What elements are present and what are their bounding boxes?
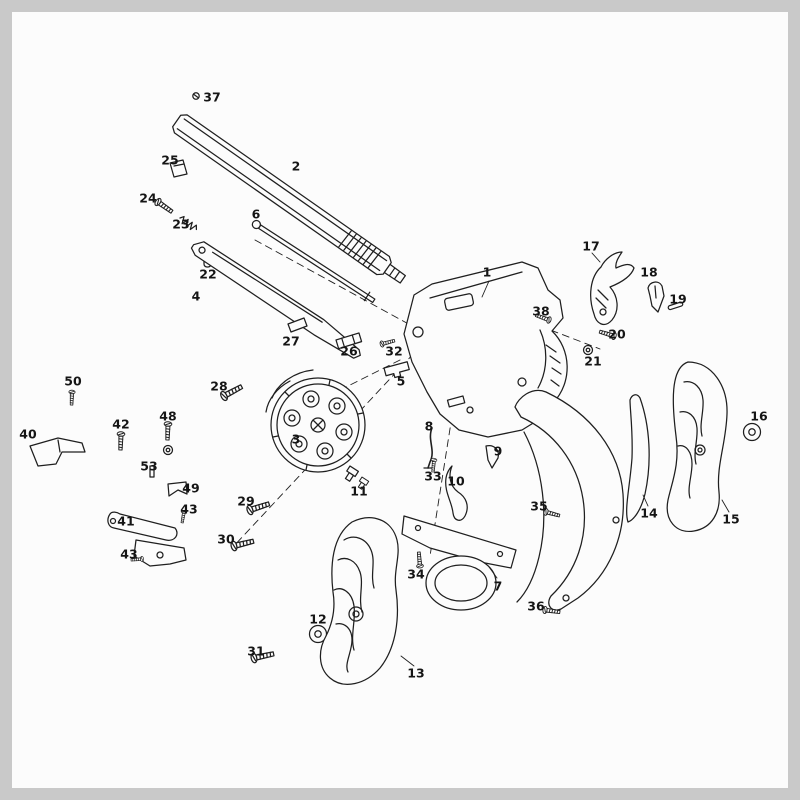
hammer-screw xyxy=(598,327,618,341)
frame-screw-upper xyxy=(245,498,272,517)
cylinder-part xyxy=(265,369,366,473)
latch-screw xyxy=(153,196,175,216)
hammer-nut xyxy=(582,344,594,356)
latch-clip-part xyxy=(167,481,188,497)
grip-washer-right xyxy=(742,422,762,442)
grip-screw xyxy=(249,648,276,664)
nipple-parts xyxy=(344,465,370,490)
cylinder-stop-part xyxy=(383,361,410,379)
leader-lines xyxy=(400,252,730,667)
bolt-spring-part xyxy=(287,317,308,333)
grip-insert-part xyxy=(626,394,650,523)
trigger-guard-part xyxy=(401,515,517,611)
guard-screw-rear xyxy=(542,507,561,520)
diagram-canvas xyxy=(12,12,788,788)
hand-part xyxy=(647,281,665,313)
front-sight-part xyxy=(169,159,188,178)
latch-washer xyxy=(162,444,174,456)
frame-screw-lower xyxy=(229,535,256,552)
bolt-screw xyxy=(379,337,396,348)
hammer-part xyxy=(590,251,635,326)
hand-pin-part xyxy=(667,301,684,311)
grip-frame-part xyxy=(514,389,624,611)
latch-screw-a xyxy=(116,431,126,451)
latch-pin-part xyxy=(149,465,155,478)
rammer-part xyxy=(251,219,376,304)
lever-screw xyxy=(218,381,245,403)
trigger-part xyxy=(445,465,468,521)
trigger-screw xyxy=(429,457,438,473)
barrel-part xyxy=(172,114,406,284)
bolt-part xyxy=(335,332,363,350)
latch-spring xyxy=(177,214,200,233)
latch-arm-part xyxy=(107,511,187,567)
guard-screw-front xyxy=(414,551,424,569)
latch-blade-part xyxy=(29,437,86,467)
loading-lever-part xyxy=(190,241,361,359)
right-grip-part xyxy=(666,361,728,532)
hand-spring-part xyxy=(485,444,500,469)
latch-pin-screw-a xyxy=(179,509,188,524)
latch-screw-b xyxy=(163,421,173,441)
sight-screw-left xyxy=(68,389,76,406)
front-sight-screw xyxy=(192,92,200,100)
left-grip-part xyxy=(319,517,399,685)
